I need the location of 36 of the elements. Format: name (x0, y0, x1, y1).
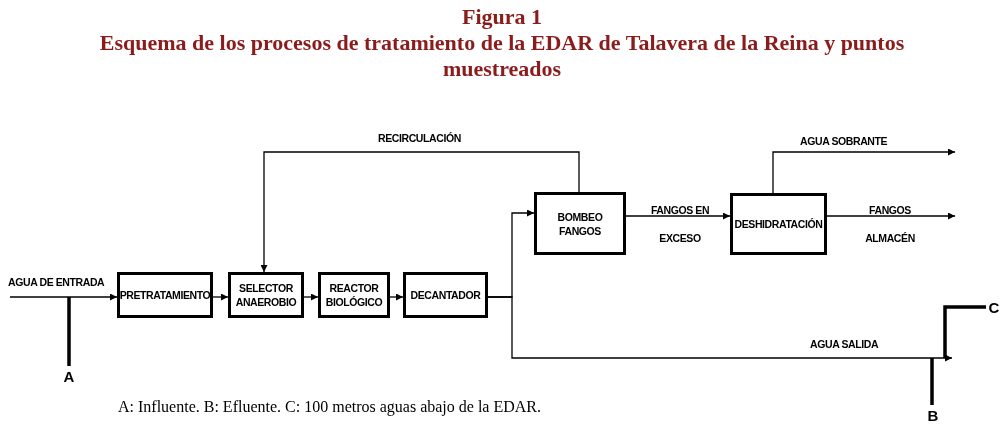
process-label: REACTOR BIOLÓGICO (324, 281, 384, 309)
flow-arrow (487, 296, 953, 362)
edge-label: AGUA DE ENTRADA (8, 276, 105, 288)
process-label: PRETRATAMIENTO (119, 288, 211, 302)
figure-number: Figura 1 (460, 4, 544, 30)
flow-arrow (260, 151, 580, 273)
process-box (403, 272, 488, 318)
flow-arrow (9, 293, 118, 301)
leader-line (943, 305, 986, 358)
edge-label: AGUA SOBRANTE (800, 135, 888, 147)
process-box (318, 272, 390, 318)
leader-line (67, 297, 71, 366)
process-box (228, 272, 304, 318)
edge-label: RECIRCULACIÓN (378, 132, 461, 144)
sampling-point-label: C (988, 298, 1000, 316)
edge-label: FANGOS ALMACÉN (864, 203, 916, 246)
process-label: DESHIDRATACIÓN (734, 217, 823, 231)
process-box (730, 193, 827, 255)
process-box (534, 192, 626, 255)
sampling-point-label: B (927, 406, 939, 424)
flow-arrow (625, 212, 731, 220)
process-label: DECANTADOR (410, 288, 481, 302)
flow-arrow (303, 293, 319, 301)
process-label: SELECTOR ANAEROBIO (234, 281, 298, 309)
flow-arrow (826, 212, 956, 220)
caption: A: Influente. B: Efluente. C: 100 metros aguas abajo de la EDAR. (118, 398, 541, 416)
process-label: BOMBEO FANGOS (556, 209, 604, 238)
process-box (117, 272, 213, 318)
flow-arrow (772, 148, 956, 194)
leader-line (930, 358, 934, 405)
edge-label: FANGOS EN EXCESO (649, 203, 711, 246)
flow-arrow (389, 293, 404, 301)
figure-title: Esquema de los procesos de tratamiento de la EDAR de Talavera de la Reina y puntos muestreados (98, 30, 906, 82)
edge-label: AGUA SALIDA (810, 338, 879, 350)
sampling-point-label: A (63, 367, 75, 385)
flow-arrow (212, 293, 229, 301)
